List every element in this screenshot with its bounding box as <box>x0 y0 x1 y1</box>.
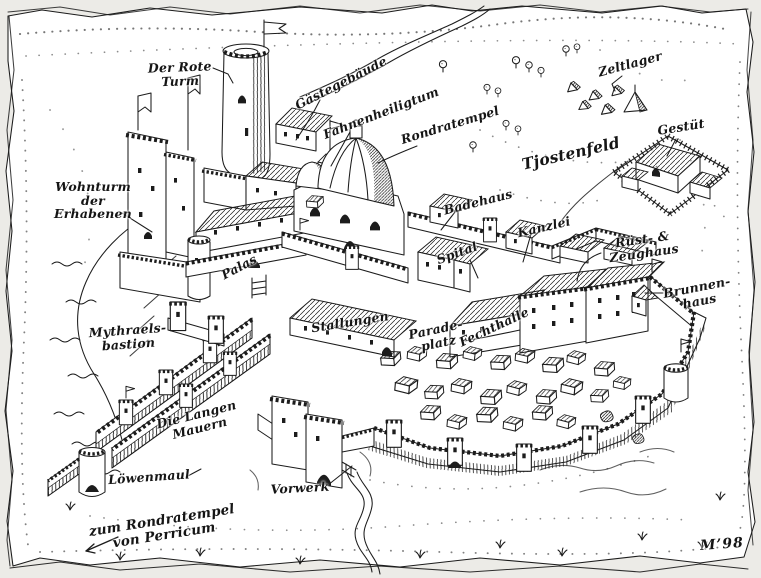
zeltlager-tents <box>565 79 648 115</box>
town-wall <box>368 311 707 476</box>
loewenmaul-gate <box>47 446 106 498</box>
leader-lines <box>85 67 677 554</box>
rote-turm-tower <box>221 19 287 179</box>
spital-building <box>416 236 490 293</box>
roads <box>299 5 629 575</box>
southeast-round-tower <box>663 338 692 403</box>
upper-castle <box>117 19 333 303</box>
mythraelsbastion-towers <box>167 300 227 347</box>
wohnturm-towers <box>117 74 203 303</box>
marquee-tent <box>623 84 648 113</box>
vorwerk-gatehouse <box>257 395 375 489</box>
inner-courtyard <box>281 194 409 284</box>
kanzlei-building <box>505 219 547 255</box>
palas-hall <box>185 188 333 301</box>
gestuet-farm <box>612 133 730 217</box>
die-langen-mauern-walls <box>47 317 272 498</box>
outer-town <box>368 311 707 476</box>
direction-arrow <box>85 536 119 554</box>
gaestegebaeude-building <box>275 107 333 152</box>
north-wall-buildings <box>407 193 561 264</box>
great-hall-a <box>517 268 608 354</box>
keep-and-fechthalle <box>448 258 666 358</box>
stallungen-building <box>288 298 418 358</box>
badehaus-building <box>429 193 473 229</box>
zeughaus-yard <box>551 227 657 266</box>
